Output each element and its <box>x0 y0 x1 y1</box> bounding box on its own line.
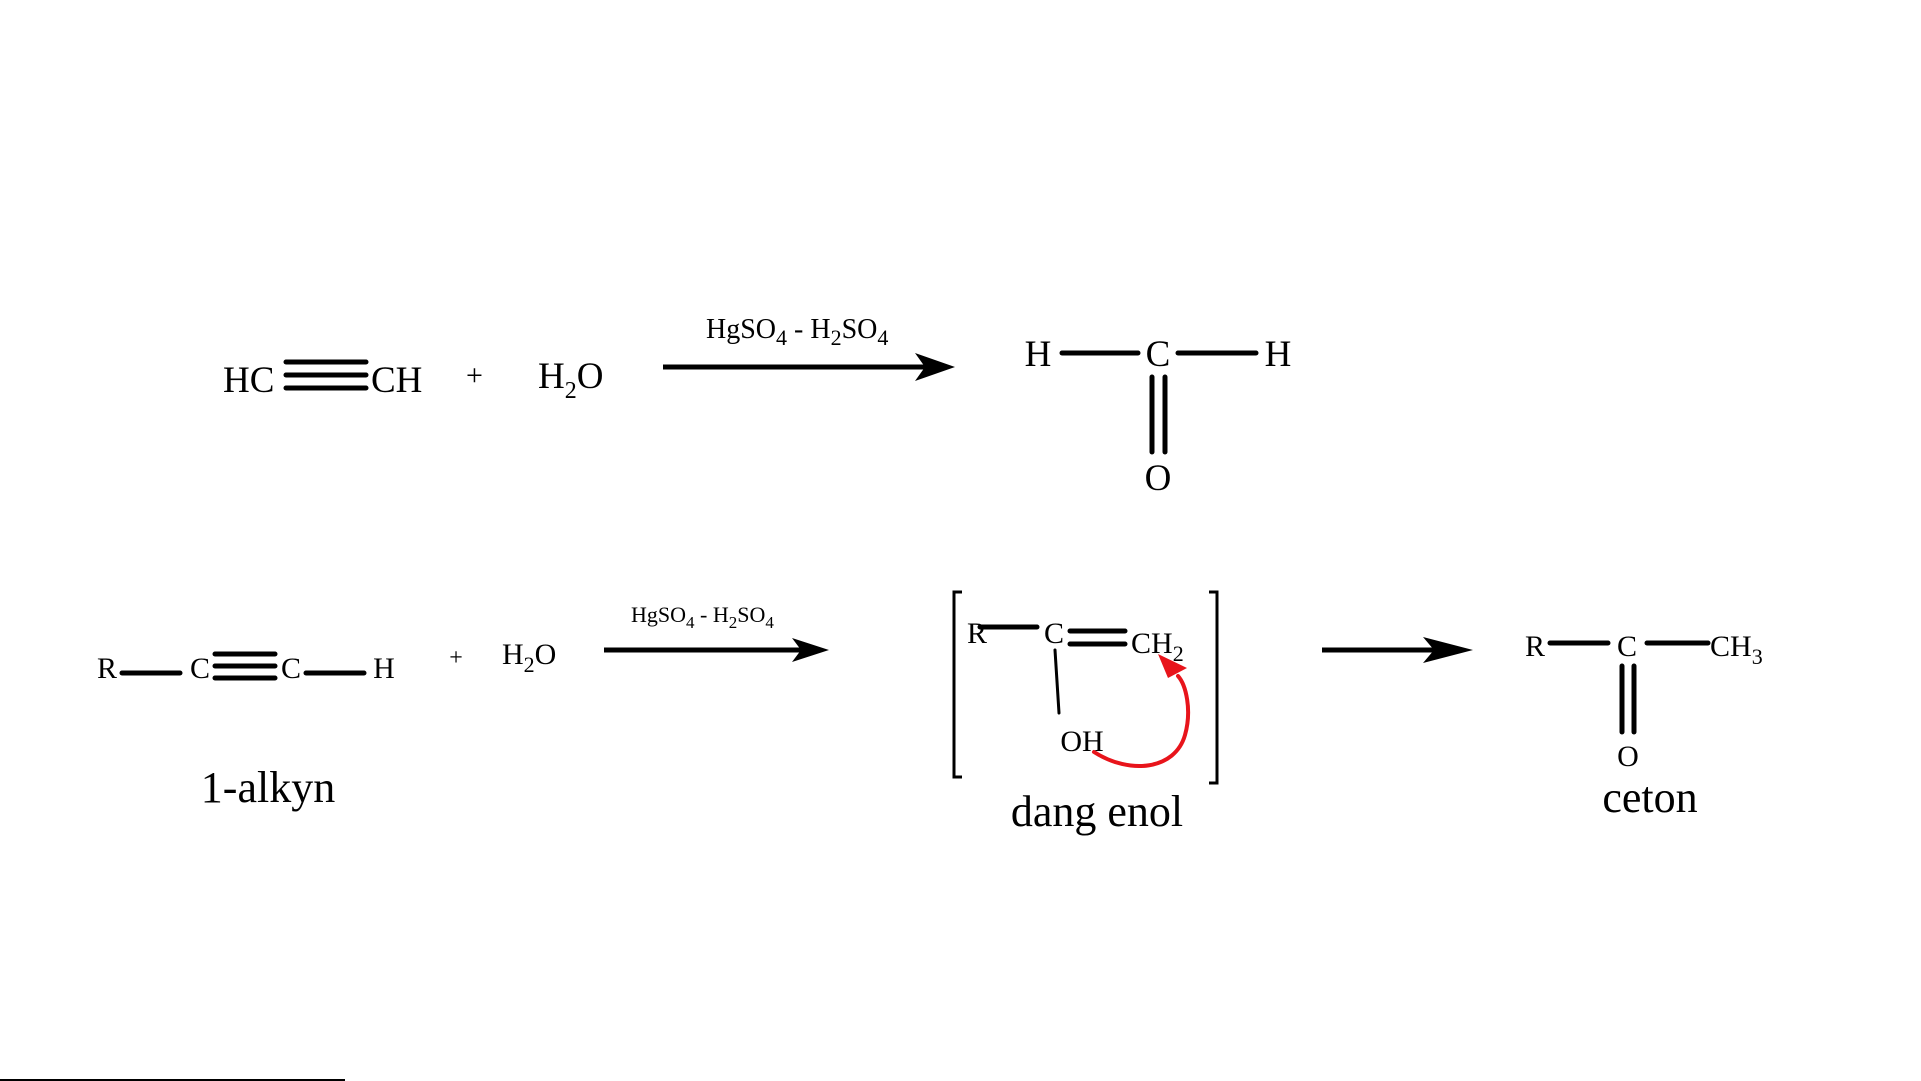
acetylene-left: HC <box>223 360 274 401</box>
terminal-alkyne: R C C H <box>97 651 395 685</box>
label-ceton: ceton <box>1602 773 1697 822</box>
plus-sign: + <box>466 359 483 392</box>
enol-intermediate: R C CH2 OH <box>952 590 1219 785</box>
reaction-1: HC CH + H2O HgSO4 - H2SO4 H C H O <box>223 314 1291 499</box>
atom-r: R <box>967 617 987 650</box>
atom-c1: C <box>190 652 210 685</box>
atom-h-right: H <box>1265 334 1292 375</box>
atom-ch2: CH2 <box>1131 627 1184 666</box>
atom-r: R <box>1525 630 1545 663</box>
triple-bond <box>212 651 278 681</box>
atom-o: O <box>1617 740 1639 773</box>
catalyst-label: HgSO4 - H2SO4 <box>706 314 888 350</box>
atom-ch3: CH3 <box>1710 630 1763 669</box>
atom-c: C <box>1617 630 1637 663</box>
acetylene-right: CH <box>371 360 422 401</box>
curved-arrow <box>1092 654 1190 769</box>
atom-h: H <box>373 652 395 685</box>
left-bracket <box>952 590 962 779</box>
atom-c2: C <box>281 652 301 685</box>
catalyst-label: HgSO4 - H2SO4 <box>631 602 774 632</box>
water: H2O <box>538 356 603 404</box>
reaction-2: R C C H 1-alkyn + H2O HgSO4 - H2SO4 R <box>97 590 1763 836</box>
atom-c: C <box>1146 334 1171 375</box>
reaction-arrow <box>663 353 955 381</box>
ketone: R C CH3 O <box>1525 630 1763 773</box>
right-bracket <box>1209 590 1219 785</box>
atom-c: C <box>1044 617 1064 650</box>
label-dang-enol: dang enol <box>1011 787 1183 836</box>
water: H2O <box>502 638 556 677</box>
plus-sign: + <box>449 645 463 671</box>
atom-r: R <box>97 652 117 685</box>
reaction-arrow <box>604 638 829 662</box>
formaldehyde: H C H O <box>1025 334 1292 499</box>
tautomerization-arrow <box>1322 637 1473 663</box>
atom-h-left: H <box>1025 334 1052 375</box>
atom-o: O <box>1145 458 1172 499</box>
label-1-alkyn: 1-alkyn <box>201 763 335 812</box>
triple-bond <box>283 359 369 391</box>
